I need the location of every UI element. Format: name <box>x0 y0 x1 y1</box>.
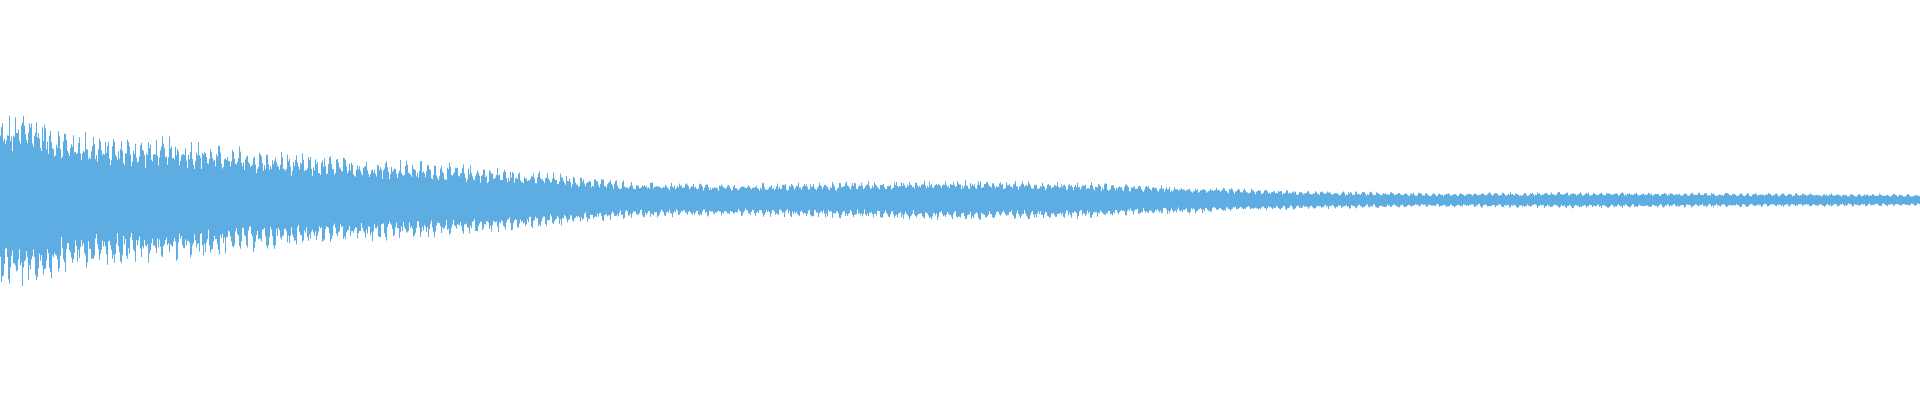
waveform-body <box>0 115 1920 286</box>
